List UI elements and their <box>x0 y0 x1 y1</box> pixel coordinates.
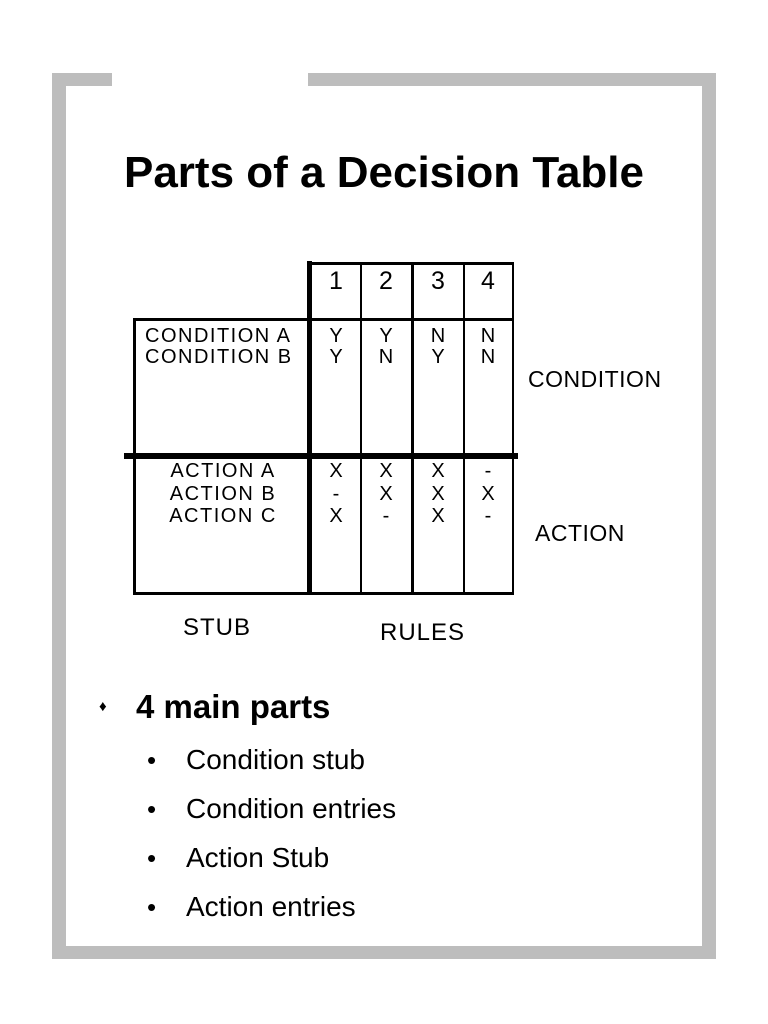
bullet-heading-text: 4 main parts <box>136 688 331 725</box>
list-item-text: Action Stub <box>186 842 330 873</box>
action-entry: X <box>431 483 445 505</box>
list-item: • Action Stub <box>147 842 330 874</box>
frame-top-left-segment <box>52 73 112 86</box>
frame-bottom-bar <box>52 946 716 959</box>
list-item-text: Condition entries <box>186 793 397 824</box>
action-entry: X <box>431 505 445 527</box>
frame-top-right-segment <box>308 73 716 86</box>
column-separator-3 <box>462 262 465 594</box>
table-right-border <box>511 262 514 594</box>
list-item-text: Condition stub <box>186 744 366 775</box>
dot-bullet-icon: • <box>147 794 157 824</box>
table-bottom-border <box>133 592 514 595</box>
action-entry: - <box>484 505 492 527</box>
list-item: • Condition entries <box>147 793 397 825</box>
condition-entry: Y <box>431 346 445 368</box>
condition-stub-row: CONDITION B <box>145 346 293 368</box>
rule-number: 1 <box>329 267 343 295</box>
condition-section-label: CONDITION <box>528 366 662 392</box>
action-entry: X <box>431 460 445 482</box>
action-stub-row: ACTION B <box>169 483 277 505</box>
column-separator-1 <box>359 262 362 594</box>
column-separator-2 <box>411 262 414 594</box>
action-entry: X <box>481 483 495 505</box>
thick-horizontal-divider <box>124 453 518 459</box>
action-stub-row: ACTION A <box>170 460 276 482</box>
stub-top-border <box>133 318 514 321</box>
thick-vertical-divider <box>307 261 312 594</box>
dot-bullet-icon: • <box>147 892 157 922</box>
page-title: Parts of a Decision Table <box>123 148 644 197</box>
action-entry: X <box>329 460 343 482</box>
list-item: • Action entries <box>147 891 356 923</box>
action-entry: - <box>332 483 340 505</box>
condition-stub-row: CONDITION A <box>145 325 292 347</box>
rules-label: RULES <box>380 619 466 646</box>
action-entry: X <box>379 483 393 505</box>
condition-entry: Y <box>329 346 343 368</box>
diamond-bullet-icon: ♦ <box>99 698 107 715</box>
action-entry: X <box>329 505 343 527</box>
condition-entry: N <box>430 325 446 347</box>
list-item: • Condition stub <box>147 744 366 776</box>
rule-number: 4 <box>481 267 495 295</box>
condition-entry: Y <box>329 325 343 347</box>
frame-left-bar <box>52 73 66 959</box>
action-stub-row: ACTION C <box>169 505 277 527</box>
list-item-text: Action entries <box>186 891 356 922</box>
bullet-heading: ♦ 4 main parts <box>99 690 330 724</box>
condition-entry: N <box>480 325 496 347</box>
rule-number: 2 <box>379 267 393 295</box>
condition-entry: N <box>378 346 394 368</box>
stub-label: STUB <box>183 614 252 641</box>
action-section-label: ACTION <box>535 520 625 546</box>
condition-entry: N <box>480 346 496 368</box>
condition-entry: Y <box>379 325 393 347</box>
action-entry: - <box>484 460 492 482</box>
dot-bullet-icon: • <box>147 745 157 775</box>
rule-number: 3 <box>431 267 445 295</box>
frame-right-bar <box>702 73 716 959</box>
dot-bullet-icon: • <box>147 843 157 873</box>
action-entry: X <box>379 460 393 482</box>
action-entry: - <box>382 505 390 527</box>
